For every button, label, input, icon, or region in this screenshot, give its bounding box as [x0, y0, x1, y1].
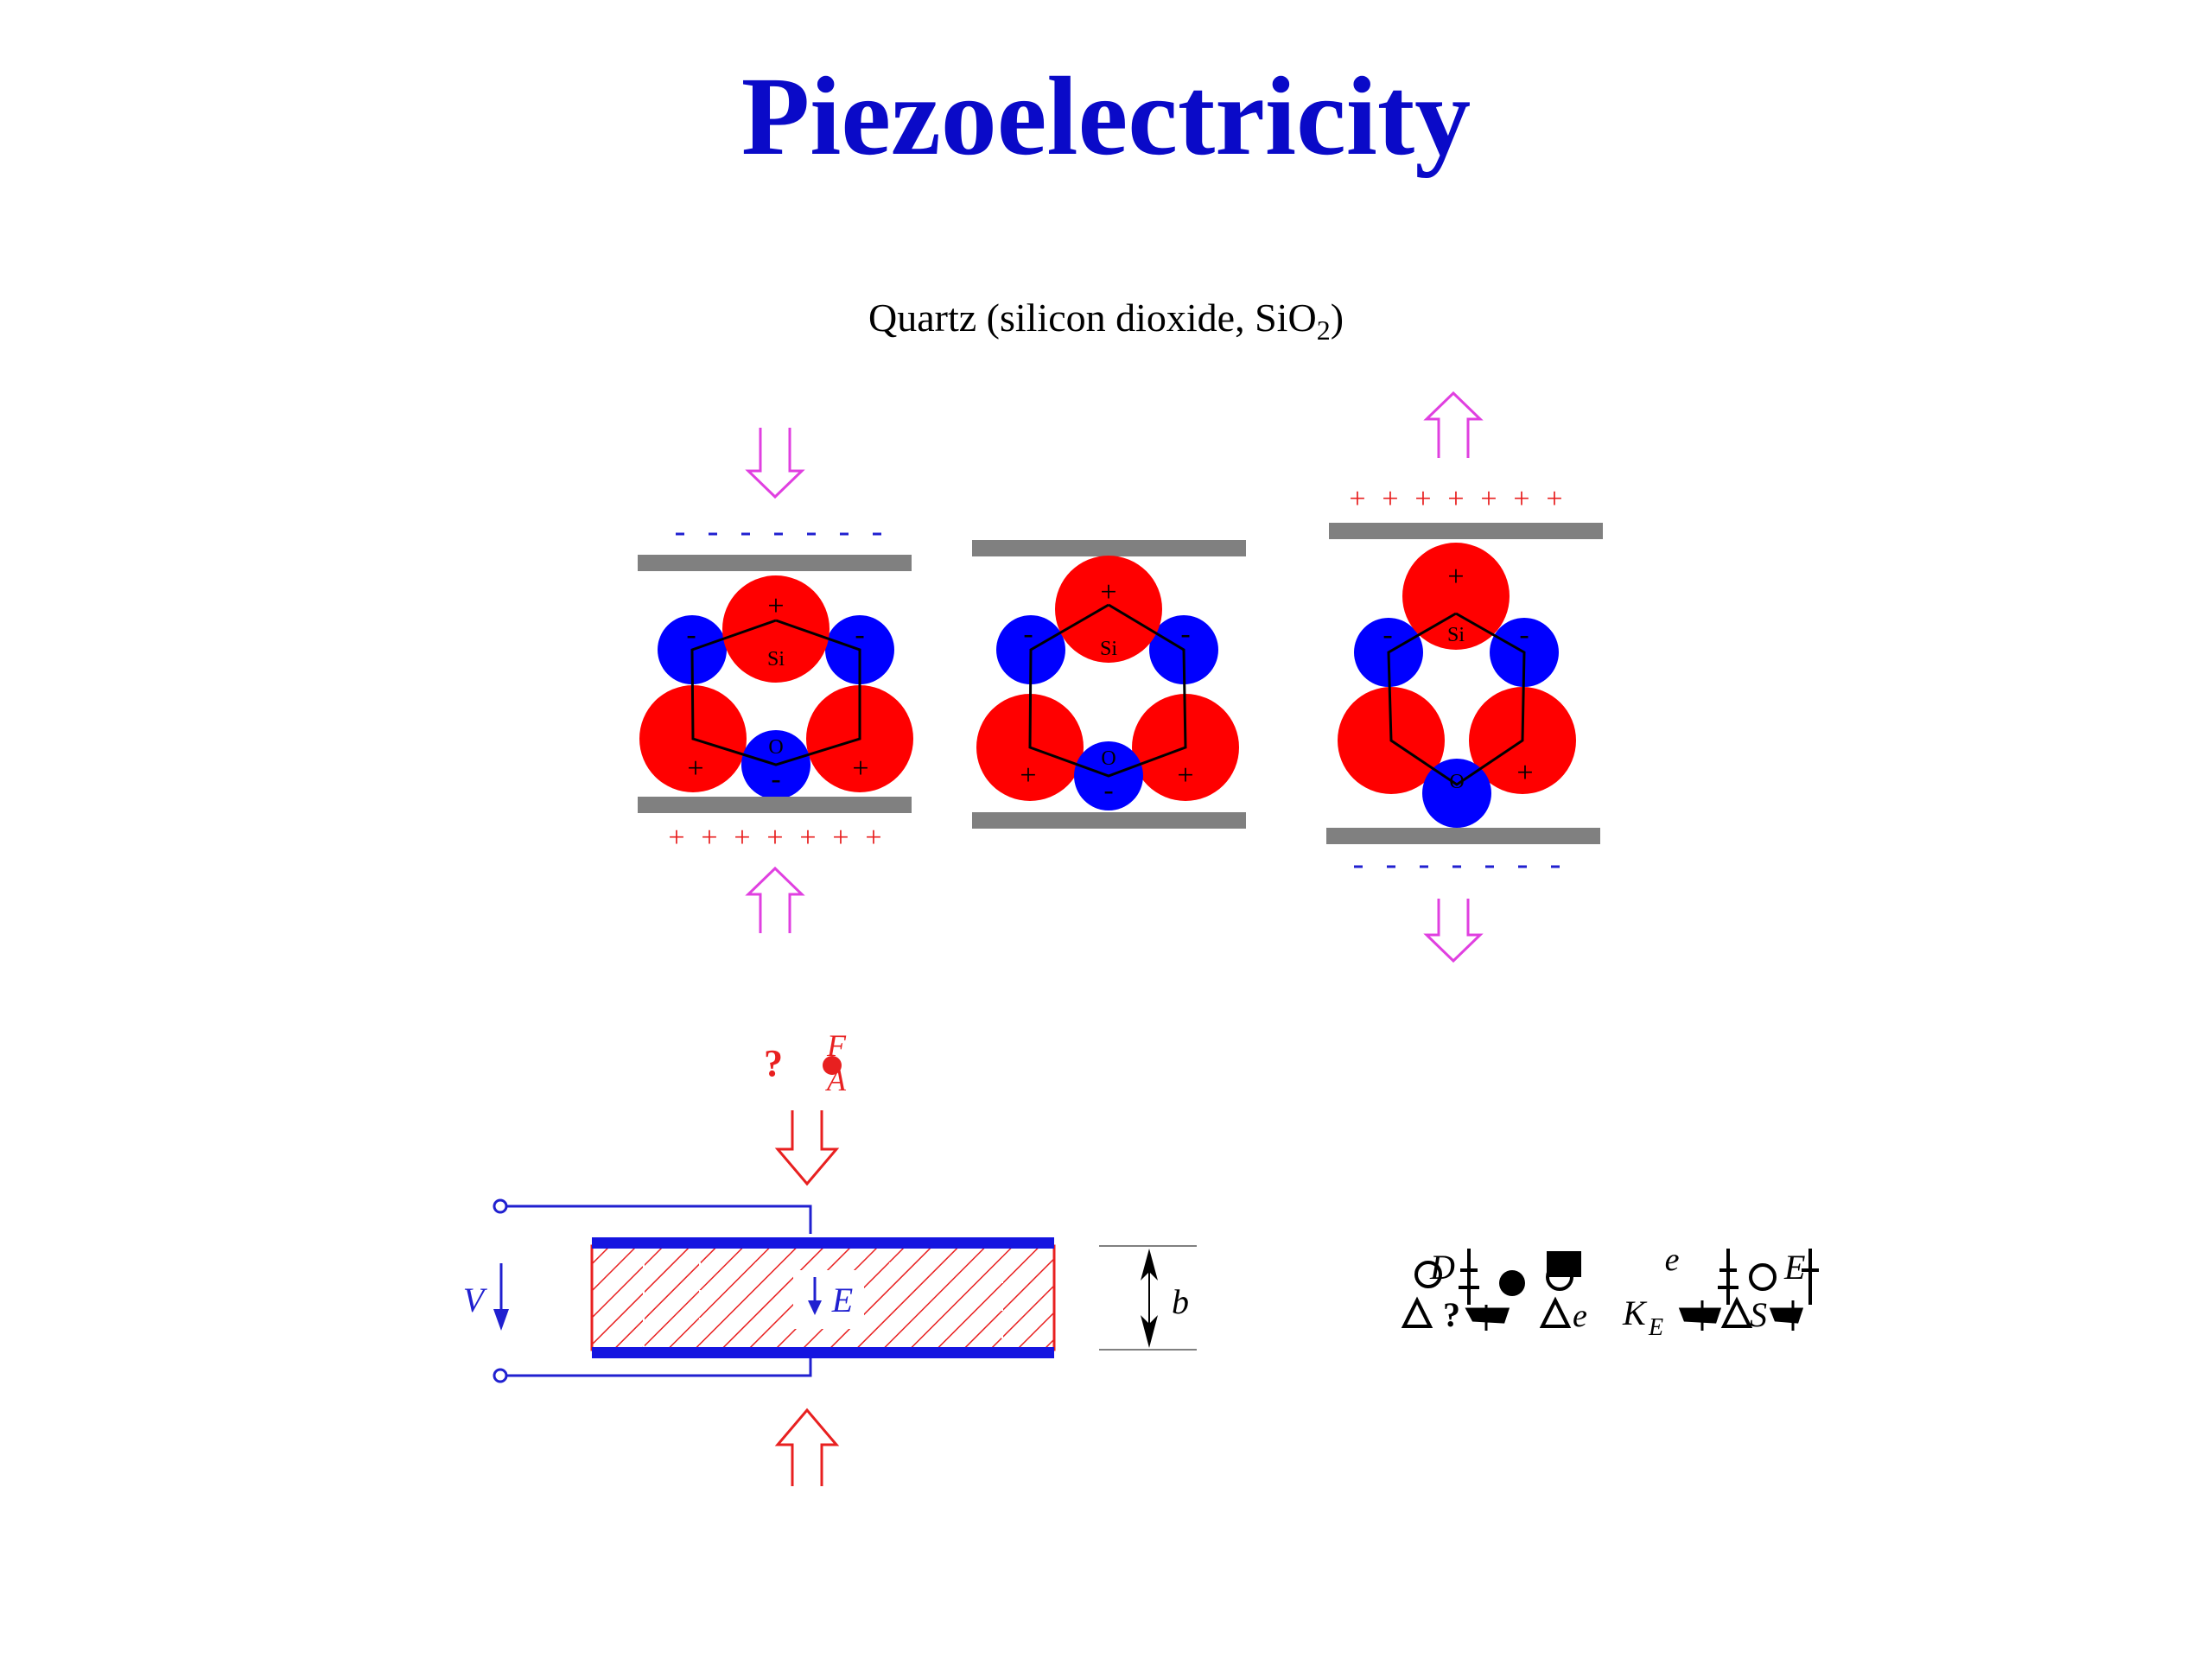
- subtitle-subscript: 2: [1316, 315, 1331, 346]
- compress-arrow-bottom: [745, 866, 805, 933]
- si-plus: +: [1447, 561, 1464, 593]
- plate-top: [638, 555, 912, 571]
- si-plus: +: [1516, 757, 1533, 789]
- field-label: E: [831, 1281, 853, 1319]
- charges-plus-bottom: + + + + + + +: [668, 822, 881, 854]
- force-label: F: [826, 1028, 847, 1063]
- crystal-stretched: + + + + + + + Si O + + - -: [1326, 391, 1603, 963]
- eq-s: S: [1750, 1295, 1767, 1334]
- svg-text:+: +: [865, 822, 881, 854]
- subtitle-close: ): [1330, 296, 1344, 340]
- plate-bottom: [638, 797, 912, 813]
- piezo-circuit: ? F A E V: [463, 1028, 1197, 1486]
- o-minus: -: [1382, 619, 1392, 651]
- subtitle-text: Quartz (silicon dioxide, SiO: [868, 296, 1317, 340]
- eq-e-coef: e: [1665, 1242, 1680, 1278]
- svg-text:+: +: [668, 822, 684, 854]
- eq-d: D: [1429, 1248, 1455, 1287]
- electrode-bottom: [592, 1347, 1054, 1358]
- stretch-arrow-top: [1423, 391, 1484, 458]
- field-lines: [643, 1249, 1003, 1348]
- dim-arrow-up: [1141, 1249, 1158, 1281]
- atom-si-label: Si: [767, 648, 785, 671]
- atom-si-label: Si: [1100, 638, 1117, 660]
- svg-text:+: +: [1546, 483, 1562, 515]
- voltage-arrow: [493, 1309, 509, 1331]
- si-plus: +: [1020, 760, 1036, 791]
- svg-text:+: +: [1513, 483, 1529, 515]
- o-minus: -: [1180, 618, 1190, 650]
- force-arrow-bottom: [774, 1408, 840, 1486]
- svg-text:+: +: [799, 822, 816, 854]
- slide-subtitle: Quartz (silicon dioxide, SiO2): [0, 296, 2212, 346]
- atom-o-label: O: [1101, 747, 1116, 770]
- svg-text:+: +: [832, 822, 849, 854]
- plate-bottom: [972, 812, 1246, 829]
- atom-o-label: O: [768, 736, 783, 759]
- plate-top: [972, 540, 1246, 556]
- svg-text:+: +: [1349, 483, 1365, 515]
- o-minus: -: [771, 763, 780, 795]
- force-arrow-top: [774, 1110, 840, 1186]
- plate-top: [1329, 523, 1603, 539]
- terminal-bottom: [493, 1368, 508, 1383]
- voltage-label: V: [463, 1281, 488, 1319]
- plate-bottom: [1326, 828, 1600, 844]
- area-label: A: [825, 1063, 847, 1097]
- o-minus: -: [1103, 774, 1113, 806]
- o-minus: -: [686, 619, 696, 651]
- pressure-dot: [823, 1056, 842, 1075]
- svg-text:+: +: [1447, 483, 1464, 515]
- eq-k: K: [1622, 1294, 1648, 1332]
- si-plus: +: [1100, 576, 1116, 608]
- si-plus: +: [687, 753, 703, 785]
- eq-question: ?: [1443, 1295, 1460, 1334]
- dim-arrow-down: [1141, 1315, 1158, 1348]
- eq-e-field: E: [1783, 1248, 1805, 1287]
- electrode-top: [592, 1237, 1054, 1249]
- slide-title: Piezoelectricity: [741, 54, 1471, 179]
- charges-plus-top: + + + + + + +: [1349, 483, 1562, 515]
- equals-symbol: ?: [764, 1042, 783, 1084]
- atom-o-label: O: [1449, 771, 1464, 793]
- o-minus: -: [1519, 619, 1529, 651]
- svg-text:+: +: [701, 822, 717, 854]
- eq-k-sub: E: [1648, 1314, 1663, 1341]
- si-plus: +: [767, 590, 784, 622]
- eq-e-coef-2: e: [1573, 1298, 1587, 1334]
- thickness-label: b: [1172, 1282, 1189, 1321]
- o-minus: -: [855, 619, 864, 651]
- eq-dot: [1499, 1270, 1525, 1296]
- si-plus: +: [1177, 760, 1193, 791]
- atom-si-label: Si: [1447, 624, 1465, 646]
- svg-text:+: +: [1382, 483, 1398, 515]
- svg-text:+: +: [1414, 483, 1431, 515]
- compress-arrow-top: [745, 428, 805, 499]
- svg-text:+: +: [766, 822, 783, 854]
- svg-text:+: +: [1480, 483, 1497, 515]
- stretch-arrow-bottom: [1423, 899, 1484, 963]
- svg-text:+: +: [734, 822, 750, 854]
- constitutive-equations: D e E ? e K E S: [1401, 1242, 1819, 1341]
- crystal-neutral: Si O + + + - - -: [972, 540, 1246, 829]
- o-minus: -: [1023, 618, 1033, 650]
- crystal-compressed: Si O + + + - - - + + + + + + +: [638, 428, 913, 933]
- si-plus: +: [852, 753, 868, 785]
- field-label-bg: [793, 1270, 864, 1329]
- terminal-top: [493, 1198, 508, 1214]
